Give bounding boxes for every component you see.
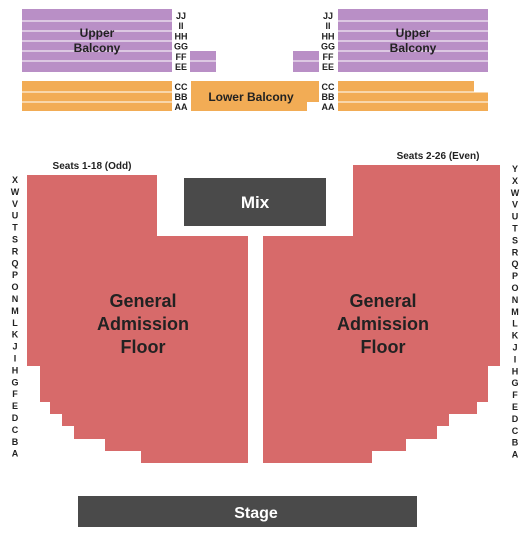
floor-row-right-k: K	[512, 331, 519, 341]
lower-balcony-label: Lower Balcony	[208, 90, 294, 104]
floor-row-left-g: G	[11, 377, 18, 387]
floor-row-right-p: P	[512, 271, 518, 281]
floor-row-right-j: J	[512, 343, 517, 353]
section-upper-balcony-right[interactable]: Upper Balcony	[293, 9, 488, 72]
floor-row-left-o: O	[11, 282, 18, 292]
floor-row-left-a: A	[12, 449, 19, 459]
upper-row-right-ff: FF	[323, 52, 334, 62]
floor-row-left-r: R	[12, 246, 19, 256]
floor-left-label-2: Admission	[97, 314, 189, 334]
floor-row-left-t: T	[12, 223, 18, 233]
floor-row-left-k: K	[12, 330, 19, 340]
seat-note-right: Seats 2-26 (Even)	[397, 151, 480, 162]
floor-row-right-u: U	[512, 212, 519, 222]
floor-row-left-l: L	[12, 318, 18, 328]
floor-left-label-3: Floor	[121, 337, 166, 357]
floor-row-right-r: R	[512, 247, 519, 257]
floor-row-left-i: I	[14, 354, 17, 364]
upper-balcony-left-label-2: Balcony	[74, 41, 121, 55]
floor-row-right-g: G	[511, 378, 518, 388]
upper-row-left-gg: GG	[174, 42, 188, 52]
floor-row-left-m: M	[11, 306, 19, 316]
floor-row-right-m: M	[511, 307, 519, 317]
floor-row-left-c: C	[12, 425, 19, 435]
floor-row-left-n: N	[12, 294, 19, 304]
upper-row-left-ee: EE	[175, 62, 187, 72]
floor-row-left-d: D	[12, 413, 19, 423]
floor-row-right-a: A	[512, 450, 519, 460]
upper-balcony-right-label-1: Upper	[396, 26, 431, 40]
floor-row-right-q: Q	[511, 259, 518, 269]
floor-row-right-c: C	[512, 426, 519, 436]
floor-row-right-x: X	[512, 176, 518, 186]
upper-row-left-jj: JJ	[176, 11, 186, 21]
upper-balcony-right-label-2: Balcony	[390, 41, 437, 55]
lower-row-right-cc: CC	[322, 82, 335, 92]
lower-row-right-bb: BB	[322, 92, 335, 102]
floor-row-right-l: L	[512, 319, 518, 329]
floor-row-left-e: E	[12, 401, 18, 411]
upper-row-right-ee: EE	[322, 62, 334, 72]
upper-row-left-ii: II	[178, 21, 183, 31]
section-lower-balcony[interactable]: Lower Balcony	[22, 81, 488, 111]
floor-row-right-e: E	[512, 402, 518, 412]
upper-row-left-ff: FF	[176, 52, 187, 62]
upper-balcony-left-label-1: Upper	[80, 26, 115, 40]
upper-row-right-hh: HH	[322, 31, 335, 41]
floor-row-left-w: W	[11, 187, 20, 197]
section-floor-left[interactable]: General Admission Floor	[27, 175, 248, 463]
floor-row-right-s: S	[512, 235, 518, 245]
upper-row-left-hh: HH	[175, 31, 188, 41]
floor-row-right-y: Y	[512, 164, 518, 174]
floor-row-left-v: V	[12, 199, 18, 209]
lower-row-left-aa: AA	[175, 102, 188, 112]
floor-row-left-x: X	[12, 175, 18, 185]
floor-row-right-v: V	[512, 200, 518, 210]
floor-row-right-w: W	[511, 188, 520, 198]
floor-row-right-b: B	[512, 438, 519, 448]
floor-row-right-h: H	[512, 366, 519, 376]
floor-row-left-p: P	[12, 270, 18, 280]
floor-row-left-f: F	[12, 389, 18, 399]
floor-right-label-1: General	[349, 291, 416, 311]
floor-row-right-o: O	[511, 283, 518, 293]
upper-row-right-jj: JJ	[323, 11, 333, 21]
floor-row-left-q: Q	[11, 258, 18, 268]
floor-row-left-j: J	[12, 342, 17, 352]
floor-row-left-u: U	[12, 211, 19, 221]
floor-row-right-f: F	[512, 390, 518, 400]
floor-row-left-h: H	[12, 365, 19, 375]
section-floor-right[interactable]: General Admission Floor	[263, 165, 500, 463]
lower-row-left-cc: CC	[175, 82, 188, 92]
upper-row-right-ii: II	[325, 21, 330, 31]
floor-right-label-3: Floor	[361, 337, 406, 357]
floor-row-left-s: S	[12, 235, 18, 245]
seat-note-left: Seats 1-18 (Odd)	[53, 161, 132, 172]
mix-label: Mix	[241, 193, 270, 212]
section-mix: Mix	[184, 178, 326, 226]
lower-row-right-aa: AA	[322, 102, 335, 112]
floor-row-left-b: B	[12, 437, 19, 447]
section-stage: Stage	[78, 496, 417, 527]
floor-row-right-n: N	[512, 295, 519, 305]
floor-row-right-d: D	[512, 414, 519, 424]
floor-row-right-t: T	[512, 224, 518, 234]
section-upper-balcony-left[interactable]: Upper Balcony	[22, 9, 216, 72]
floor-left-label-1: General	[109, 291, 176, 311]
lower-row-left-bb: BB	[175, 92, 188, 102]
stage-label: Stage	[234, 505, 278, 522]
floor-row-right-i: I	[514, 354, 517, 364]
upper-row-right-gg: GG	[321, 42, 335, 52]
floor-right-label-2: Admission	[337, 314, 429, 334]
